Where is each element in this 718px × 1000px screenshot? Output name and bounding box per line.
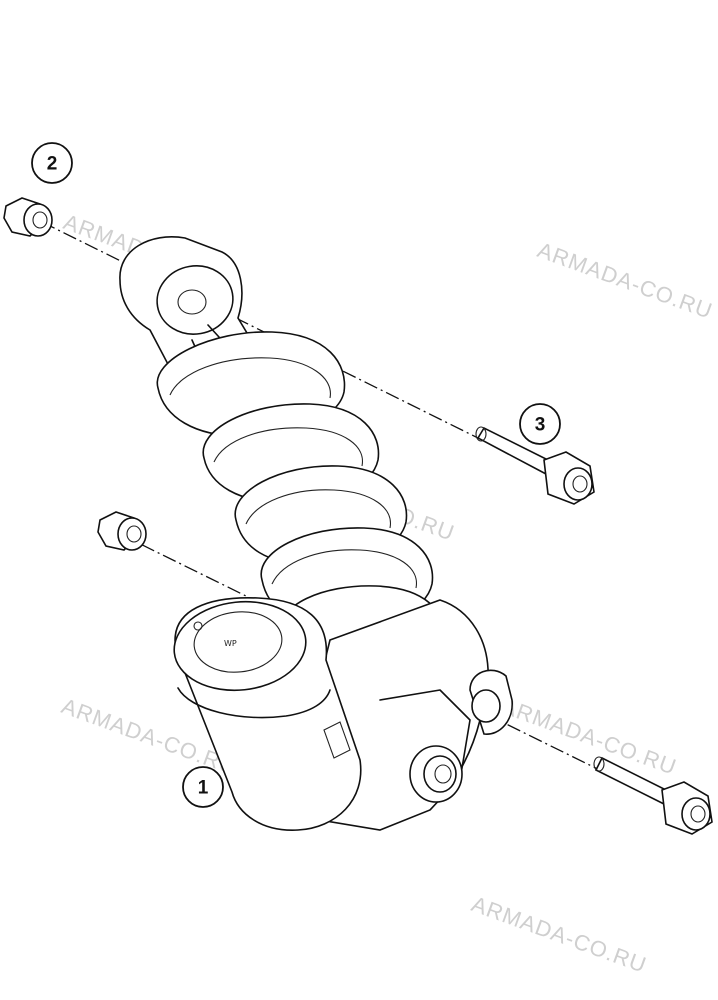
- callout-2: 2: [31, 142, 73, 184]
- callout-3: 3: [519, 403, 561, 445]
- reservoir-ring: [177, 687, 331, 719]
- watermark-top-right: ARMADA-CO.RU: [534, 237, 716, 324]
- upper-nut-flange: [23, 203, 53, 237]
- upper-eye-inner: [177, 289, 207, 315]
- callout-1-label: 1: [198, 778, 209, 799]
- reservoir-cap-text: WP: [224, 639, 237, 648]
- lower-bolt-axis: [119, 533, 621, 781]
- callout-2-label: 2: [47, 154, 58, 175]
- callout-3-label: 3: [535, 415, 546, 436]
- bolt-part-3-lower: [593, 756, 713, 835]
- lower-nut-flange: [117, 517, 147, 551]
- nut-part-2-lower: [97, 511, 147, 551]
- nut-part-2: [3, 197, 53, 237]
- watermark-bottom-right: ARMADA-CO.RU: [498, 693, 680, 780]
- callout-1: 1: [182, 766, 224, 808]
- assembly-axis-lines: [41, 221, 621, 781]
- lower-eye: [471, 689, 501, 723]
- bolt-part-3-upper: [475, 426, 595, 505]
- reservoir-cap-inner: [193, 611, 283, 673]
- upper-eye-outer: [156, 265, 234, 335]
- shock-absorber: WP: [119, 236, 513, 831]
- reservoir-cap: [173, 600, 307, 692]
- upper-bolt-axis: [41, 221, 479, 439]
- watermark-bottom: ARMADA-CO.RU: [468, 891, 650, 978]
